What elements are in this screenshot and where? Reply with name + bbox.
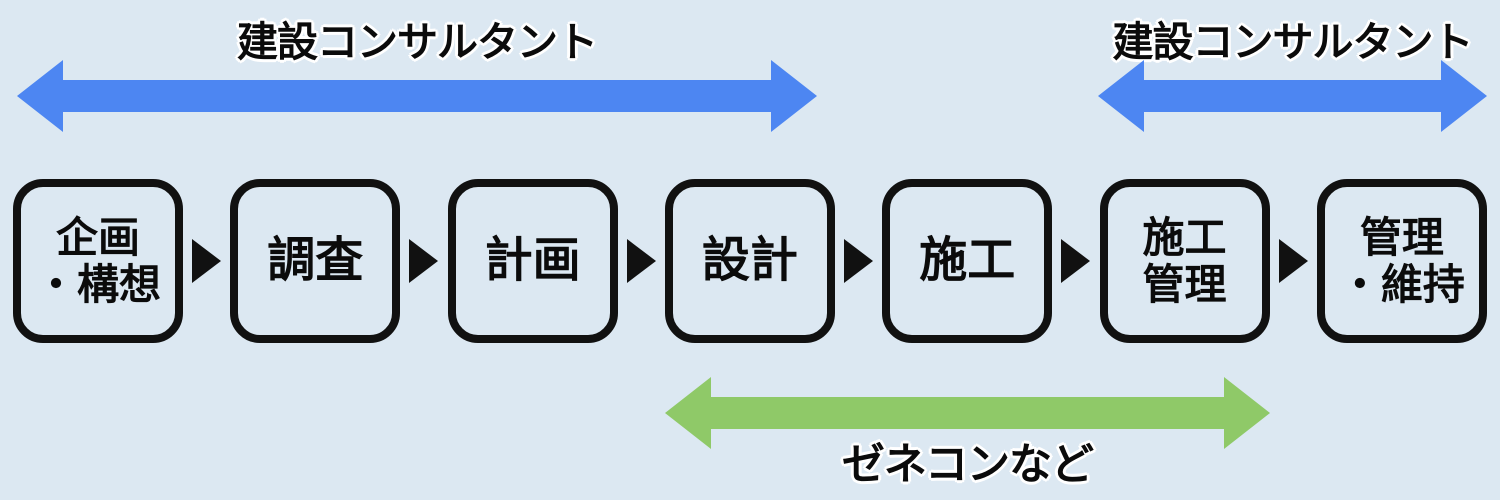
step-label: 施工 (919, 234, 1016, 288)
flow-arrow-icon (844, 239, 874, 283)
step-label: 調査 (267, 234, 364, 288)
step-label: ・維持 (1338, 261, 1465, 308)
step-box-survey: 調査 (230, 179, 401, 343)
contractor-range-arrow-icon (665, 377, 1270, 449)
step-box-construction-management: 施工 管理 (1099, 179, 1270, 343)
contractor-range-label: ゼネコンなど (841, 441, 1094, 489)
flow-arrow-icon (1061, 239, 1091, 283)
step-label: 管理 (1359, 213, 1444, 261)
flow-arrow-icon (192, 239, 222, 283)
step-box-design: 設計 (664, 179, 835, 343)
step-label: 管理 (1142, 261, 1227, 308)
flow-arrow-icon (409, 239, 439, 283)
flow-arrow-icon (626, 239, 656, 283)
flow-arrow-icon (1278, 239, 1308, 283)
step-box-management-maintenance: 管理 ・維持 (1316, 179, 1487, 343)
step-label: 企画 (55, 213, 140, 261)
step-box-planning-concept: 企画 ・構想 (13, 179, 183, 343)
consultant-range-label-right: 建設コンサルタント (1112, 19, 1474, 65)
step-box-construction: 施工 (882, 179, 1053, 343)
step-label: 計画 (484, 234, 581, 288)
consultant-range-arrow-left-icon (17, 60, 817, 132)
process-flow-row: 企画 ・構想 調査 計画 設計 施工 施工 管理 管理 (13, 179, 1487, 343)
step-label: 設計 (701, 234, 798, 288)
step-label: 施工 (1142, 213, 1227, 261)
step-label: ・構想 (34, 261, 161, 308)
consultant-range-label-left: 建設コンサルタント (237, 19, 598, 65)
step-box-plan: 計画 (447, 179, 618, 343)
consultant-range-arrow-right-icon (1098, 60, 1487, 132)
